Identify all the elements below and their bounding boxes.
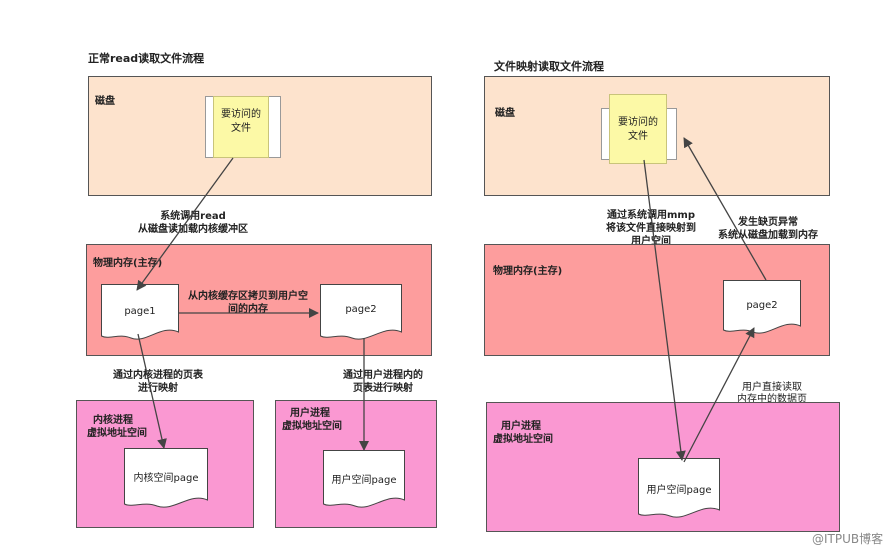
- left-user-page-label: 用户空间page: [331, 475, 397, 486]
- right-user-process-label-2: 虚拟地址空间: [493, 434, 553, 445]
- right-title: 文件映射读取文件流程: [494, 60, 604, 73]
- right-mmap-note-3: 用户空间: [631, 236, 671, 247]
- right-read-note-1: 用户直接读取: [742, 382, 802, 393]
- right-user-process-label-1: 用户进程: [501, 421, 541, 432]
- right-disk-label: 磁盘: [495, 108, 515, 119]
- left-memory-label: 物理内存(主存): [93, 258, 163, 269]
- left-syscall-note-2: 从磁盘读加载内核缓冲区: [138, 224, 248, 235]
- arrow-user-page-to-page2: [683, 327, 755, 463]
- left-syscall-note-1: 系统调用read: [160, 211, 226, 222]
- right-page2-label: page2: [746, 300, 778, 311]
- arrow-file-to-user-page: [643, 159, 686, 461]
- left-user-process-label-2: 虚拟地址空间: [282, 421, 342, 432]
- right-fault-note-2: 系统从磁盘加载到内存: [718, 230, 818, 241]
- left-kernel-process-label-2: 虚拟地址空间: [87, 428, 147, 439]
- left-file-label-2: 文件: [231, 123, 251, 134]
- left-page2-label: page2: [345, 304, 377, 315]
- right-file-label-2: 文件: [628, 131, 648, 142]
- left-kernel-page-label: 内核空间page: [133, 473, 199, 484]
- left-copy-note-2: 间的内存: [228, 304, 268, 315]
- left-page1-doc: page1: [101, 284, 179, 342]
- left-file-label-1: 要访问的: [221, 109, 261, 120]
- right-read-note-2: 内存中的数据页: [737, 394, 807, 405]
- right-user-page-label: 用户空间page: [646, 485, 712, 496]
- watermark: @ITPUB博客: [812, 532, 884, 546]
- right-user-page-doc: 用户空间page: [638, 458, 720, 520]
- right-file-icon: 要访问的 文件: [601, 94, 677, 164]
- right-mmap-note-2: 将该文件直接映射到: [606, 223, 696, 234]
- left-kmap-note-2: 进行映射: [138, 383, 178, 394]
- arrow-page2-to-file: [683, 137, 767, 281]
- left-page2-doc: page2: [320, 284, 402, 342]
- right-file-label-1: 要访问的: [618, 117, 658, 128]
- left-page1-label: page1: [124, 306, 156, 317]
- left-user-process-label-1: 用户进程: [290, 408, 330, 419]
- left-copy-note-1: 从内核缓存区拷贝到用户空: [188, 291, 308, 302]
- left-kernel-process-label-1: 内核进程: [93, 415, 133, 426]
- left-title: 正常read读取文件流程: [88, 52, 205, 65]
- right-memory-label: 物理内存(主存): [493, 266, 563, 277]
- arrow-page1-to-kernel-page: [137, 333, 167, 449]
- left-file-icon: 要访问的 文件: [205, 96, 281, 158]
- left-disk-label: 磁盘: [95, 96, 115, 107]
- left-umap-note-1: 通过用户进程内的: [343, 370, 423, 381]
- arrow-file-to-page1: [136, 157, 234, 291]
- right-fault-note-1: 发生缺页异常: [738, 217, 798, 228]
- left-kmap-note-1: 通过内核进程的页表: [113, 370, 203, 381]
- left-kernel-page-doc: 内核空间page: [124, 448, 208, 510]
- left-user-page-doc: 用户空间page: [323, 450, 405, 510]
- left-umap-note-2: 页表进行映射: [353, 383, 413, 394]
